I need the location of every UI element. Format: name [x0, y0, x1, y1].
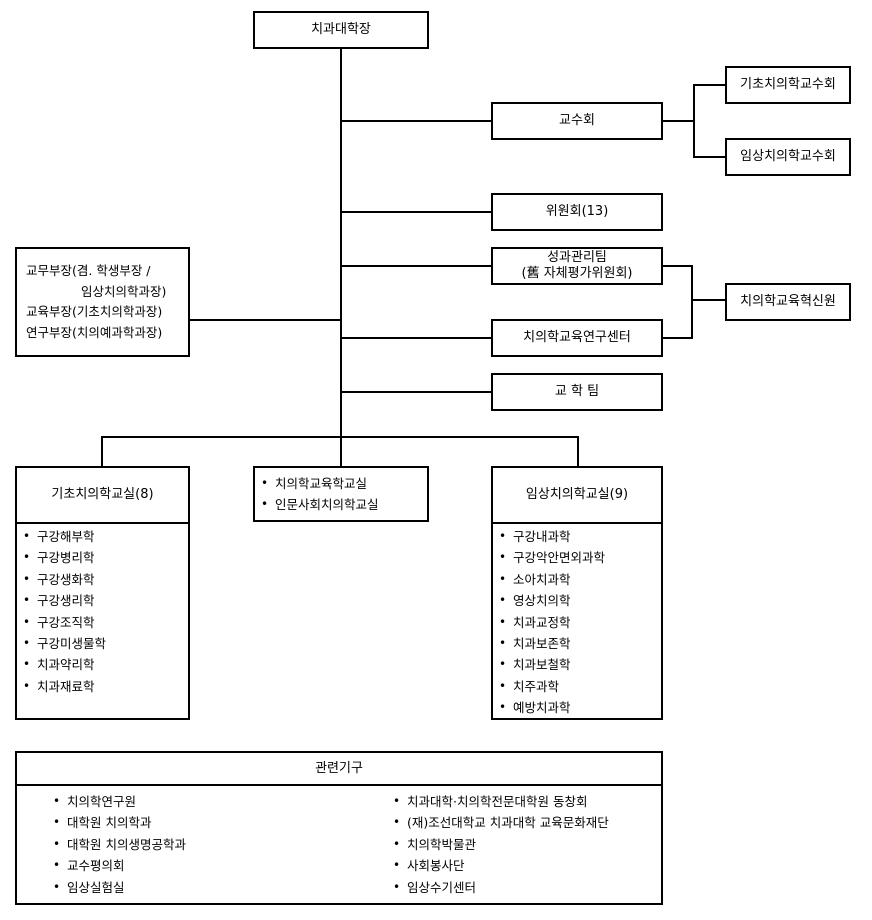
clinical-faculty-council-box: 임상치의학교수회	[725, 138, 851, 176]
list-item: 치과약리학	[17, 654, 188, 676]
basic-dept-list: 구강해부학 구강병리학 구강생화학 구강생리학 구강조직학 구강미생물학 치과약…	[17, 524, 188, 698]
list-item: 구강악안면외과학	[493, 547, 661, 569]
list-item: 구강병리학	[17, 547, 188, 569]
academic-team-box: 교 학 팀	[491, 373, 663, 411]
committees-box: 위원회(13)	[491, 193, 663, 231]
vice-deans-box: 교무부장(겸. 학생부장 / 임상치의학과장) 교육부장(기초치의학과장) 연구…	[15, 247, 190, 357]
list-item: 대학원 치의생명공학과	[47, 834, 186, 856]
list-item: 치의학박물관	[387, 834, 609, 856]
middle-dept-box: 치의학교육학교실 인문사회치의학교실	[253, 466, 429, 522]
main-trunk-line	[340, 48, 342, 438]
faculty-council-label: 교수회	[559, 113, 595, 128]
performance-team-line2: (舊 자체평가위원회)	[521, 266, 633, 281]
education-research-center-label: 치의학교육연구센터	[523, 330, 631, 345]
related-orgs-right-list: 치과대학·치의학전문대학원 동창회 (재)조선대학교 치과대학 교육문화재단 치…	[387, 791, 609, 898]
branch-committees	[340, 211, 492, 213]
list-item: 치과재료학	[17, 676, 188, 698]
list-item: 예방치과학	[493, 697, 661, 719]
dean-label: 치과대학장	[311, 22, 371, 37]
list-item: 치의학연구원	[47, 791, 186, 813]
list-item: 대학원 치의학과	[47, 812, 186, 834]
list-item: 인문사회치의학교실	[255, 494, 427, 516]
middle-dept-list: 치의학교육학교실 인문사회치의학교실	[255, 473, 427, 516]
list-item: (재)조선대학교 치과대학 교육문화재단	[387, 812, 609, 834]
clinical-dept-list: 구강내과학 구강악안면외과학 소아치과학 영상치의학 치과교정학 치과보존학 치…	[493, 524, 661, 719]
committees-label: 위원회(13)	[545, 204, 609, 219]
faculty-council-box: 교수회	[491, 102, 663, 140]
list-item: 치의학교육학교실	[255, 473, 427, 495]
innovation-vertical-line	[691, 265, 693, 339]
branch-vice-deans	[188, 319, 342, 321]
clinical-faculty-council-label: 임상치의학교수회	[740, 149, 836, 164]
perf-right-line	[662, 265, 693, 267]
branch-performance-team	[340, 265, 492, 267]
branch-education-center	[340, 337, 492, 339]
basic-faculty-council-label: 기초치의학교수회	[740, 77, 836, 92]
basic-faculty-council-box: 기초치의학교수회	[725, 66, 851, 104]
list-item: 임상수기센터	[387, 877, 609, 899]
list-item: 구강생화학	[17, 569, 188, 591]
branch-faculty-council	[340, 120, 492, 122]
list-item: 구강해부학	[17, 526, 188, 548]
clinical-dept-box: 임상치의학교실(9) 구강내과학 구강악안면외과학 소아치과학 영상치의학 치과…	[491, 466, 663, 720]
clinical-dept-title: 임상치의학교실(9)	[525, 487, 629, 502]
clinical-dept-header: 임상치의학교실(9)	[493, 468, 661, 524]
related-orgs-title: 관련기구	[315, 760, 363, 776]
list-item: 치주과학	[493, 676, 661, 698]
council-vertical-line	[693, 84, 695, 158]
list-item: 구강미생물학	[17, 633, 188, 655]
council-top-line	[693, 84, 726, 86]
innovation-institute-box: 치의학교육혁신원	[725, 283, 851, 321]
dept-middle-drop	[340, 436, 342, 467]
list-item: 치과대학·치의학전문대학원 동창회	[387, 791, 609, 813]
related-orgs-box: 관련기구 치의학연구원 대학원 치의학과 대학원 치의생명공학과 교수평의회 임…	[15, 751, 663, 905]
list-item: 소아치과학	[493, 569, 661, 591]
basic-dept-box: 기초치의학교실(8) 구강해부학 구강병리학 구강생화학 구강생리학 구강조직학…	[15, 466, 190, 720]
list-item: 구강조직학	[17, 612, 188, 634]
council-bottom-line	[693, 156, 726, 158]
related-orgs-header: 관련기구	[17, 753, 661, 786]
list-item: 임상실험실	[47, 877, 186, 899]
education-research-center-box: 치의학교육연구센터	[491, 319, 663, 357]
academic-team-label: 교 학 팀	[554, 384, 600, 399]
branch-academic-team	[340, 391, 492, 393]
list-item: 구강내과학	[493, 526, 661, 548]
vice-dean-line2: 임상치의학과장)	[81, 283, 167, 299]
dept-clinical-drop	[577, 436, 579, 467]
dean-box: 치과대학장	[253, 11, 429, 49]
basic-dept-header: 기초치의학교실(8)	[17, 468, 188, 524]
list-item: 교수평의회	[47, 855, 186, 877]
innovation-connector-line	[691, 299, 726, 301]
performance-team-line1: 성과관리팀	[547, 250, 607, 265]
edu-right-line	[662, 337, 693, 339]
council-split-line	[662, 120, 695, 122]
performance-team-box: 성과관리팀 (舊 자체평가위원회)	[491, 247, 663, 285]
list-item: 치과교정학	[493, 612, 661, 634]
list-item: 영상치의학	[493, 590, 661, 612]
vice-dean-line3: 교육부장(기초치의학과장)	[26, 304, 163, 319]
dept-basic-drop	[101, 436, 103, 467]
list-item: 사회봉사단	[387, 855, 609, 877]
vice-dean-line4: 연구부장(치의예과학과장)	[26, 324, 163, 340]
vice-dean-line1: 교무부장(겸. 학생부장 /	[26, 263, 151, 278]
list-item: 치과보존학	[493, 633, 661, 655]
basic-dept-title: 기초치의학교실(8)	[51, 487, 154, 502]
innovation-institute-label: 치의학교육혁신원	[740, 294, 836, 309]
list-item: 구강생리학	[17, 590, 188, 612]
list-item: 치과보철학	[493, 654, 661, 676]
related-orgs-left-list: 치의학연구원 대학원 치의학과 대학원 치의생명공학과 교수평의회 임상실험실	[47, 791, 186, 898]
